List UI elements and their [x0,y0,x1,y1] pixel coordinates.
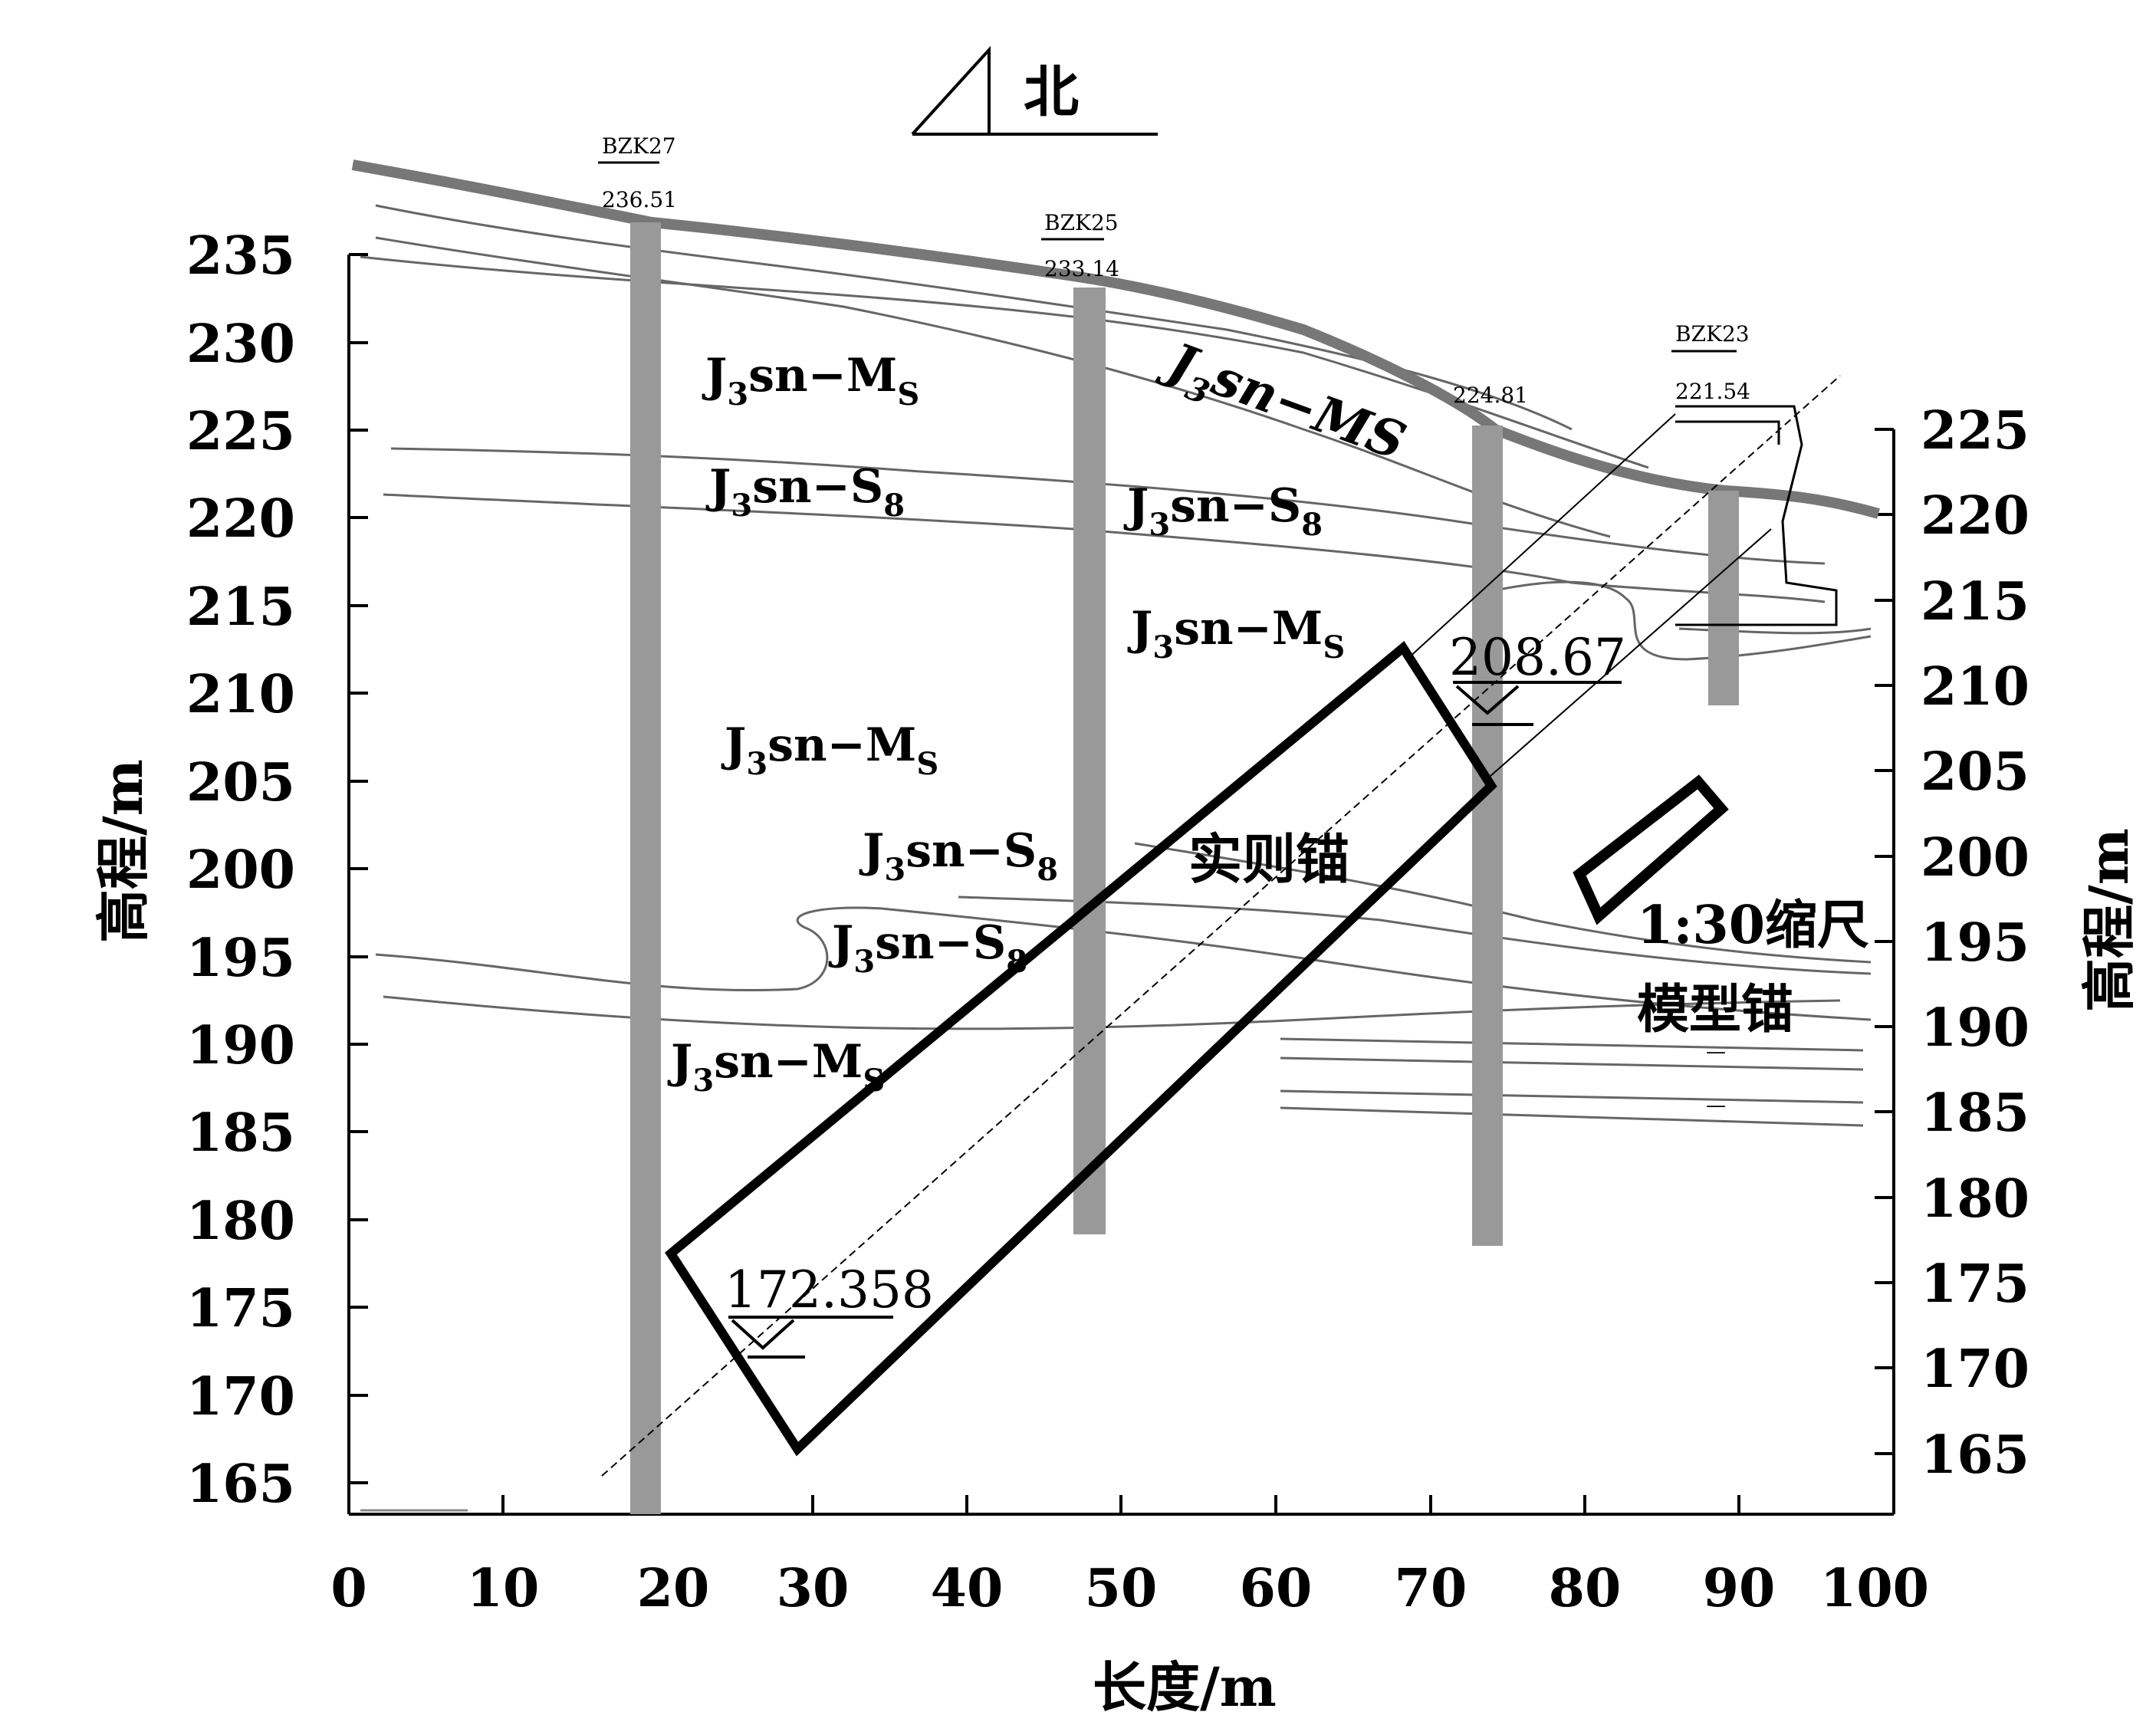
model-anchor-outline [1573,774,1729,925]
y-right-tick-label: 220 [1921,485,2029,547]
y-left-tick-label: 205 [186,752,295,813]
y-right-tick-label: 200 [1921,827,2029,889]
y-left-tick-label: 175 [186,1278,295,1339]
y-left-tick-label: 165 [186,1454,295,1515]
x-axis-labels: 0 10 20 30 40 50 60 70 80 90 100 [330,1558,1929,1619]
borehole-column [630,222,661,1514]
stratum-label: J3sn−S8 [1123,479,1323,543]
left-axis-labels: 235 230 225 220 215 210 205 200 195 190 … [186,225,295,1515]
real-anchor-outline [665,641,1497,1457]
minor-layer-mark: — [1706,1094,1726,1117]
retaining-structure [1675,405,1838,626]
x-tick-label: 10 [467,1558,540,1619]
stratum-label: J3sn−S8 [705,460,905,524]
y-right-tick-label: 210 [1921,656,2029,718]
y-left-tick-label: 200 [186,840,295,901]
y-axis-title-left: 高程/m [91,759,155,943]
y-left-tick-label: 230 [186,314,295,375]
borehole-column [1472,426,1503,1246]
stratum-label: J3sn−MS [702,349,919,412]
ground-surface [351,159,1880,519]
y-right-tick-label: 175 [1921,1254,2029,1315]
y-axis-title-right: 高程/m [2077,828,2141,1012]
borehole-column [1708,491,1739,705]
borehole-elev: 221.54 [1675,379,1750,404]
y-right-tick-label: 215 [1921,571,2029,633]
stratum-label: J3sn−MS [1127,602,1345,665]
y-left-tick-label: 215 [186,577,295,638]
stratum-label: J3sn−S8 [859,824,1058,888]
real-anchor-label: 实则锚 [1188,827,1349,891]
borehole-elev: 224.81 [1453,383,1528,408]
x-tick-label: 100 [1820,1558,1929,1619]
x-axis-ticks [347,1495,1895,1514]
y-left-tick-label: 195 [186,928,295,989]
y-right-tick-label: 190 [1921,997,2029,1059]
borehole-id: BZK23 [1675,321,1750,347]
y-left-tick-label: 185 [186,1102,295,1164]
right-axis-labels: 225 220 215 210 205 200 195 190 185 180 … [1921,400,2029,1486]
borehole-elev: 236.51 [602,187,677,212]
right-axis-ticks [1875,428,1894,1455]
borehole-elev: 233.14 [1044,256,1119,281]
y-right-tick-label: 225 [1921,400,2029,462]
y-right-tick-label: 185 [1921,1083,2029,1144]
x-tick-label: 50 [1085,1558,1158,1619]
y-right-tick-label: 180 [1921,1168,2029,1230]
stratum-label: J3sn−S8 [828,916,1027,980]
x-tick-label: 20 [637,1558,710,1619]
y-right-tick-label: 195 [1921,912,2029,974]
x-tick-label: 90 [1703,1558,1776,1619]
elevation-marker-bottom: 172.358 [725,1260,934,1359]
x-axis-title: 长度/m [1093,1655,1277,1719]
stratum-label: J3sn−MS [1150,328,1413,480]
y-right-tick-label: 170 [1921,1339,2029,1400]
borehole-id: BZK27 [602,133,676,159]
stratum-boundaries [360,204,1872,1127]
elevation-top-label: 208.67 [1449,628,1626,687]
borehole-columns [630,222,1739,1514]
borehole-column [1073,288,1106,1234]
y-left-tick-label: 235 [186,225,295,287]
x-tick-label: 60 [1240,1558,1313,1619]
x-tick-label: 30 [777,1558,850,1619]
y-left-tick-label: 190 [186,1015,295,1076]
x-tick-label: 80 [1549,1558,1622,1619]
x-tick-label: 70 [1395,1558,1467,1619]
elevation-bottom-label: 172.358 [725,1260,934,1319]
north-arrow: 北 [911,45,1158,136]
borehole-id: BZK25 [1044,210,1119,235]
left-axis-ticks [349,253,368,1484]
borehole-labels: BZK27 236.51 BZK25 233.14 224.81 BZK23 2… [598,133,1750,408]
stratum-label: J3sn−MS [667,1035,885,1099]
north-label: 北 [1024,59,1079,124]
model-anchor-label-line1: 1:30缩尺 [1637,895,1869,956]
y-right-tick-label: 205 [1921,741,2029,803]
x-tick-label: 0 [330,1558,366,1619]
y-left-tick-label: 170 [186,1366,295,1428]
y-right-tick-label: 165 [1921,1424,2029,1486]
y-left-tick-label: 220 [186,488,295,550]
anchor-extension-lines [1406,413,1772,783]
minor-layer-mark: — [1706,1040,1726,1063]
anchor-axis-line [601,375,1841,1477]
elevation-marker-top: 208.67 [1449,628,1626,726]
y-left-tick-label: 225 [186,401,295,462]
stratum-label: J3sn−MS [721,718,938,782]
x-tick-label: 40 [931,1558,1004,1619]
model-anchor-label-line2: 模型锚 [1637,979,1793,1040]
y-left-tick-label: 210 [186,664,295,725]
y-left-tick-label: 180 [186,1191,295,1252]
